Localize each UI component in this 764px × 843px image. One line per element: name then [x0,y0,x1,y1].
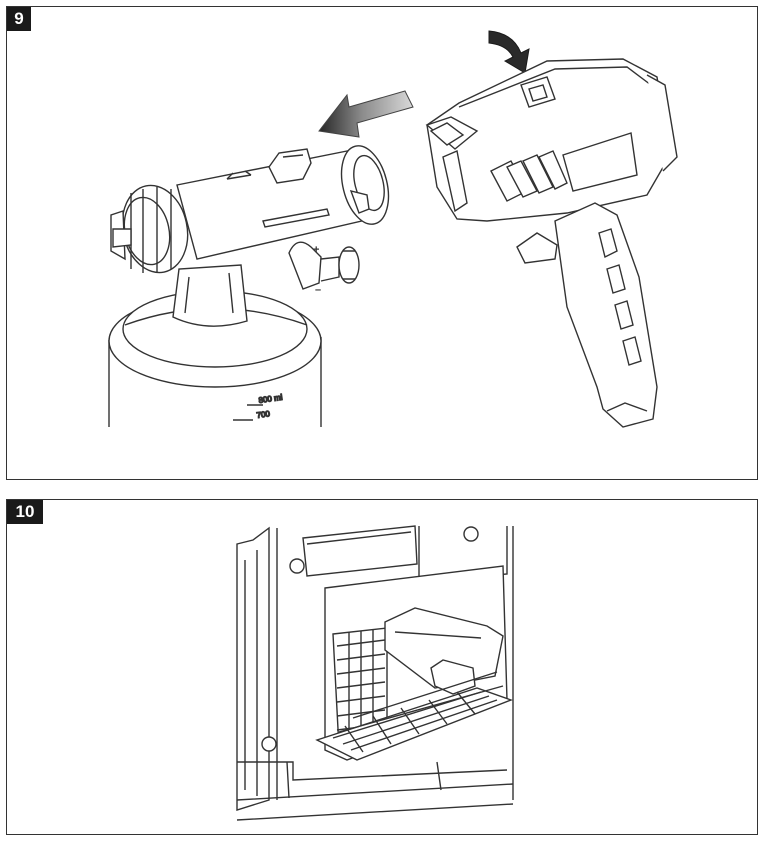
detach-arrow-icon [318,90,414,138]
attachment-neck-icon [172,264,248,327]
paint-container-icon: 800 ml 700 [108,290,322,427]
figure-9-illustration: 800 ml 700 [108,30,678,428]
minus-sign: – [315,284,321,296]
scale-label-800: 800 ml [258,393,283,405]
figure-10-number: 10 [7,500,43,524]
figure-10-illustration [236,525,514,821]
scale-label-700: 700 [256,409,271,420]
figure-10-panel: 10 [6,499,758,835]
spray-gun-body-icon [425,58,678,428]
figure-9-number: 9 [7,7,31,31]
spray-attachment-icon [110,145,390,290]
flow-adjust-signs: + – [313,244,321,296]
filter-cover-icon [315,607,514,761]
figure-9-panel: 9 800 ml 700 [6,6,758,480]
plus-sign: + [313,244,319,256]
press-arrow-icon [488,30,530,74]
